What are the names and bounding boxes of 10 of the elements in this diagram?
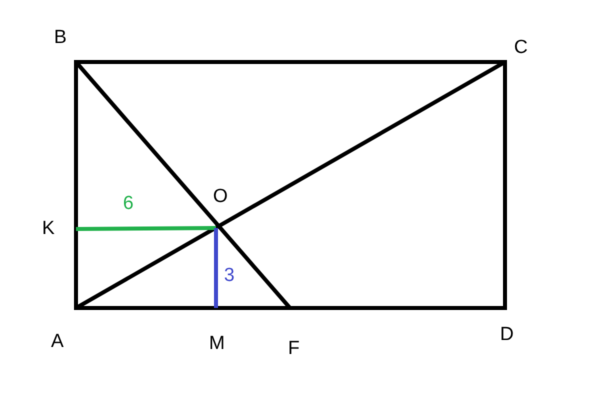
- length-label: 6: [123, 194, 134, 213]
- point-label: M: [209, 334, 225, 353]
- point-label: C: [514, 38, 528, 57]
- point-label: D: [500, 325, 514, 344]
- point-label: F: [288, 339, 300, 358]
- point-label: K: [42, 219, 55, 238]
- point-label: A: [51, 332, 64, 351]
- point-label: B: [54, 28, 67, 47]
- point-label: O: [213, 187, 228, 206]
- length-label: 3: [224, 266, 235, 285]
